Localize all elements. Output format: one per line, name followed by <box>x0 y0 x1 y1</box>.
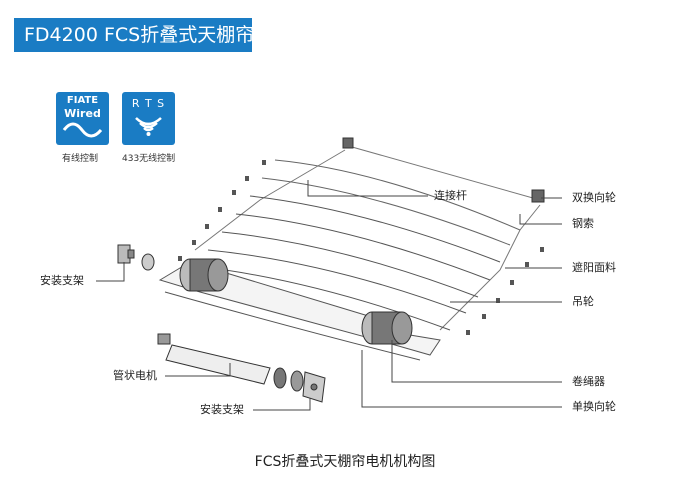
leader-bottom-bracket <box>253 398 311 411</box>
wave-icon <box>62 122 103 138</box>
leader-tubular-motor <box>165 363 231 377</box>
fabric-rod <box>235 213 491 281</box>
fabric-rod <box>274 159 521 231</box>
wired-control-caption: 有线控制 <box>62 154 99 164</box>
rts-wireless-badge: R T S <box>122 92 175 145</box>
fabric-rod <box>207 249 467 314</box>
double-reversing-wheel <box>531 189 545 203</box>
right-rope-winder <box>361 311 413 345</box>
badge-line1: FIATE <box>66 95 99 106</box>
rts-wireless-caption: 433无线控制 <box>122 154 176 164</box>
leader-steel-cable <box>519 214 562 225</box>
bottom-mounting-bracket <box>302 371 326 403</box>
fabric-rod <box>249 195 501 263</box>
label-single-reversing-wheel: 单换向轮 <box>572 400 616 413</box>
steel-cable-line <box>344 144 541 201</box>
label-mounting-bracket-bottom: 安装支架 <box>200 403 244 416</box>
label-mounting-bracket-left: 安装支架 <box>40 274 84 287</box>
leader-single-reversing-wheel <box>361 350 562 408</box>
leader-connecting-rod <box>307 180 428 197</box>
radio-signal-icon <box>135 117 162 136</box>
fabric-rod <box>261 177 511 246</box>
badge-line1: R T S <box>131 97 166 110</box>
leader-rope-winder <box>391 340 562 383</box>
label-connecting-rod: 连接杆 <box>434 189 467 202</box>
label-shading-fabric: 遮阳面料 <box>572 261 616 274</box>
tubular-motor <box>157 333 304 392</box>
badge-line2: Wired <box>64 107 101 120</box>
top-pulley <box>342 137 354 149</box>
page-title: FD4200 FCS折叠式天棚帘 <box>14 18 254 52</box>
label-steel-cable: 钢索 <box>572 217 594 230</box>
label-tubular-motor: 管状电机 <box>113 369 157 382</box>
wired-control-badge: FIATE Wired <box>56 92 109 145</box>
label-rope-winder: 卷绳器 <box>572 375 605 388</box>
leader-left-bracket <box>96 262 125 282</box>
fabric-rod <box>221 231 479 298</box>
label-hanging-wheel: 吊轮 <box>572 295 594 308</box>
label-double-reversing-wheel: 双换向轮 <box>572 191 616 204</box>
left-end-cap <box>141 253 155 271</box>
diagram-caption: FCS折叠式天棚帘电机机构图 <box>254 454 436 470</box>
left-rope-winder <box>179 258 229 292</box>
left-mounting-bracket <box>117 244 135 264</box>
